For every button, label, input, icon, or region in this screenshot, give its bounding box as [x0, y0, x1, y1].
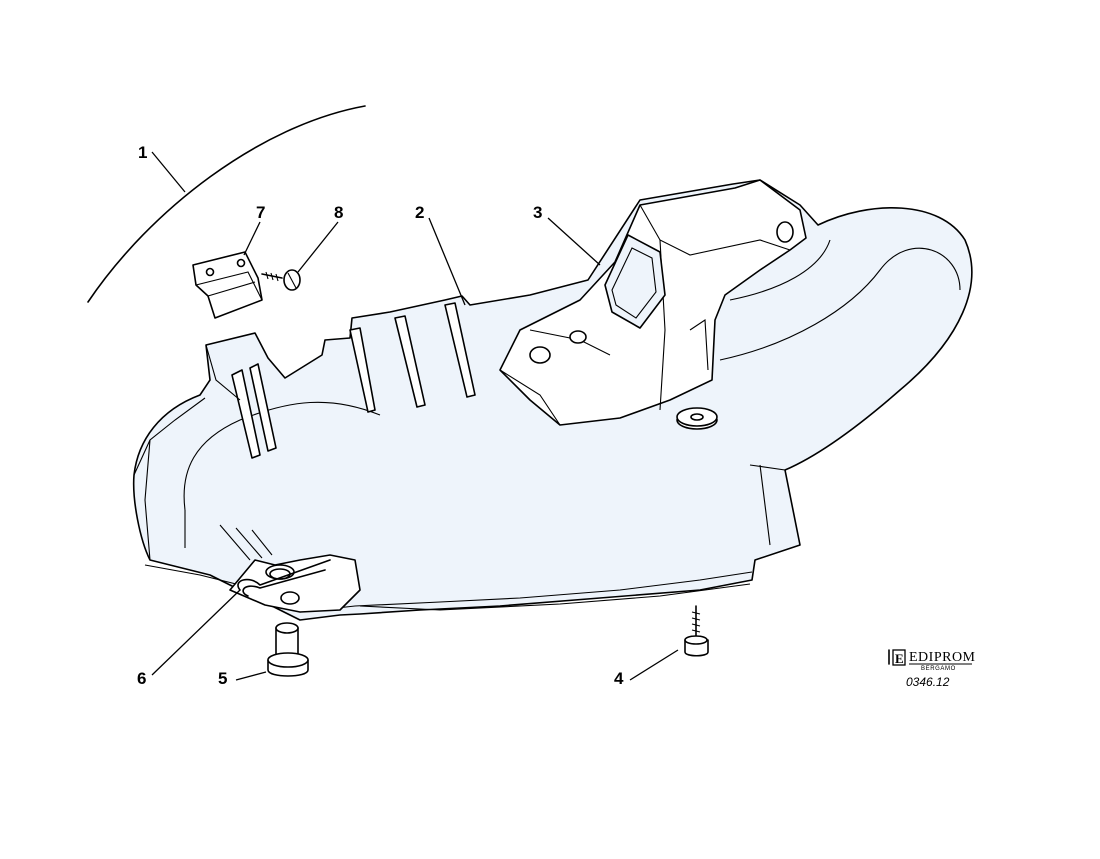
part-3-chute — [499, 179, 807, 426]
callout-1: 1 — [138, 143, 147, 162]
callout-5: 5 — [218, 669, 227, 688]
part-8-screw — [261, 269, 301, 291]
callout-6: 6 — [137, 669, 146, 688]
part-5-pin — [267, 622, 309, 677]
leader-5 — [235, 671, 267, 681]
leader-6 — [151, 589, 241, 676]
part-1-cover-arc — [87, 105, 366, 303]
part-4-screw — [684, 605, 709, 657]
leader-3 — [547, 217, 601, 266]
logo-mark: E — [895, 651, 904, 666]
leader-4 — [629, 649, 679, 681]
drawing-code: 0346.12 — [906, 675, 950, 689]
callout-2: 2 — [415, 203, 424, 222]
washer — [676, 407, 718, 430]
part-2-ribs — [205, 302, 476, 459]
callout-8: 8 — [334, 203, 343, 222]
ediprom-logo: E EDIPROM BERGAMO — [888, 649, 976, 672]
part-6-spring-clip — [219, 524, 361, 613]
leader-2 — [428, 217, 466, 306]
callout-4: 4 — [614, 669, 624, 688]
part-7-bracket — [192, 251, 263, 319]
logo-city: BERGAMO — [921, 666, 956, 672]
callout-7: 7 — [256, 203, 265, 222]
callout-3: 3 — [533, 203, 542, 222]
leader-7 — [243, 221, 261, 256]
leader-8 — [297, 221, 339, 273]
logo-name: EDIPROM — [909, 650, 976, 665]
leader-1 — [151, 151, 186, 193]
